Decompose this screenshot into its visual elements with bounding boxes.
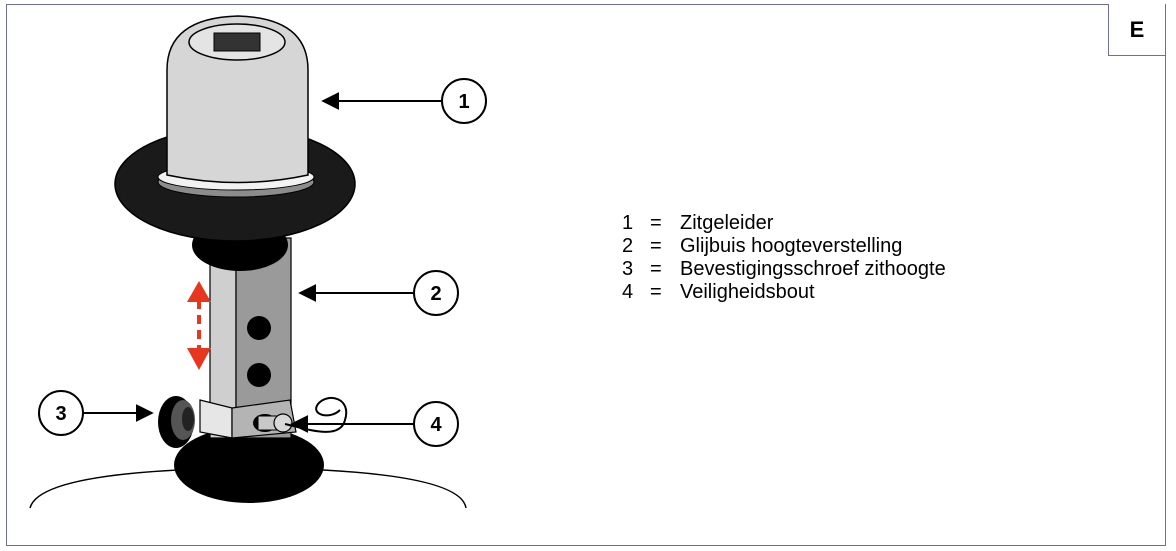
callout-3-label: 3 bbox=[55, 403, 66, 425]
fixing-knob bbox=[158, 396, 195, 448]
legend-separator: = bbox=[650, 235, 662, 257]
legend-number: 1 bbox=[622, 212, 634, 234]
lower-mount bbox=[174, 427, 324, 503]
adjust-hole bbox=[247, 316, 271, 340]
sliding-tube bbox=[209, 237, 292, 439]
legend-number: 2 bbox=[622, 235, 634, 257]
page-frame bbox=[6, 4, 1166, 546]
parts-legend: 1 = Zitgeleider 2 = Glijbuis hoogteverst… bbox=[622, 212, 946, 304]
legend-item: 1 = Zitgeleider bbox=[622, 212, 946, 235]
callout-1-label: 1 bbox=[458, 91, 469, 113]
callout-3: 3 bbox=[38, 390, 84, 436]
safety-wire bbox=[284, 396, 348, 433]
legend-item: 3 = Bevestigingsschroef zithoogte bbox=[622, 258, 946, 281]
callout-4-label: 4 bbox=[430, 414, 442, 436]
seat-guide-cap bbox=[166, 15, 309, 184]
height-adjust-arrow bbox=[187, 281, 211, 370]
legend-item: 2 = Glijbuis hoogteverstelling bbox=[622, 235, 946, 258]
legend-label: Zitgeleider bbox=[680, 212, 774, 234]
legend-item: 4 = Veiligheidsbout bbox=[622, 281, 946, 304]
legend-separator: = bbox=[650, 281, 662, 303]
legend-label: Bevestigingsschroef zithoogte bbox=[680, 258, 946, 280]
legend-number: 3 bbox=[622, 258, 634, 280]
callout-1: 1 bbox=[441, 78, 487, 124]
legend-separator: = bbox=[650, 212, 662, 234]
adjust-hole bbox=[247, 363, 271, 387]
callout-2: 2 bbox=[413, 270, 459, 316]
legend-number: 4 bbox=[622, 281, 634, 303]
callout-2-label: 2 bbox=[430, 283, 441, 305]
callout-4: 4 bbox=[413, 401, 459, 447]
legend-label: Glijbuis hoogteverstelling bbox=[680, 235, 903, 257]
legend-label: Veiligheidsbout bbox=[680, 281, 815, 303]
safety-bolt bbox=[253, 396, 348, 433]
section-letter: E bbox=[1108, 4, 1166, 56]
legend-separator: = bbox=[650, 258, 662, 280]
